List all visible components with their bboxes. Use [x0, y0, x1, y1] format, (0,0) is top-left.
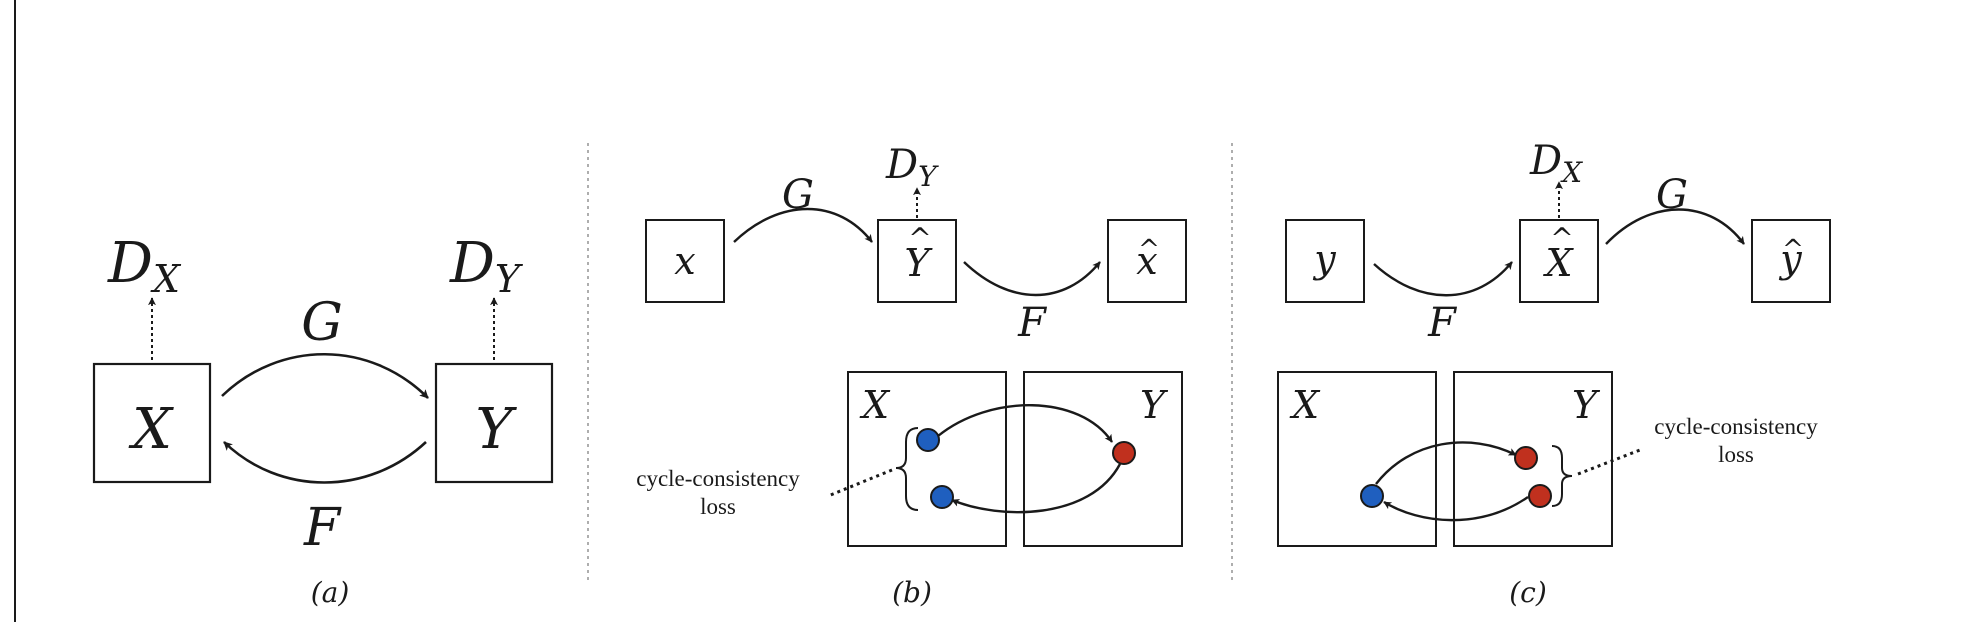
point-x-mapped	[1360, 484, 1384, 508]
forward-map-arrow	[937, 404, 1113, 443]
map-g-label: G	[301, 293, 343, 353]
caption-b: (b)	[892, 576, 932, 609]
node-yhat-label: Y	[904, 241, 933, 285]
backward-map-arrow	[1383, 496, 1529, 522]
disc-y-label: DY	[449, 231, 524, 301]
domain-y-box	[1023, 371, 1183, 547]
disc-x-label: DX	[107, 231, 182, 301]
domain-y-label: Y	[1140, 383, 1169, 427]
map-f-arrow	[1373, 261, 1513, 297]
node-y-box	[1285, 219, 1365, 303]
map-g-label: G	[782, 172, 814, 218]
point-x-reconstructed	[930, 485, 954, 509]
node-yhat-box	[877, 219, 957, 303]
forward-map-arrow	[1375, 441, 1517, 485]
loss-brace	[895, 427, 919, 511]
node-x-label: X	[128, 397, 174, 462]
node-xhat-box	[1107, 219, 1187, 303]
node-y-label: Y	[476, 397, 518, 462]
loss-label: loss	[1718, 442, 1754, 467]
caption-c: (c)	[1509, 576, 1547, 609]
node-xhat-label: x	[1136, 239, 1157, 283]
loss-label: cycle-consistency	[636, 466, 800, 491]
hat-mark: ^	[908, 222, 931, 255]
node-x-box	[645, 219, 725, 303]
panel-b: x Y ^ x ^ DY G F X Y cycle-consistency l…	[636, 142, 1187, 609]
map-f-label: F	[303, 498, 342, 558]
node-xhat-box	[1519, 219, 1599, 303]
loss-pointer	[827, 468, 893, 498]
domain-x-box	[1277, 371, 1437, 547]
node-yhat-box	[1751, 219, 1831, 303]
loss-brace	[1551, 445, 1573, 507]
map-f-label: F	[1017, 300, 1047, 346]
domain-y-box	[1453, 371, 1613, 547]
loss-label: loss	[700, 494, 736, 519]
node-x-label: x	[674, 239, 695, 283]
map-g-arrow	[221, 352, 429, 399]
domain-y-label: Y	[1572, 383, 1601, 427]
domain-x-box	[847, 371, 1007, 547]
point-y-start	[1514, 446, 1538, 470]
hat-mark: ^	[1782, 235, 1804, 265]
hat-mark: ^	[1550, 222, 1573, 255]
map-g-arrow	[1605, 208, 1745, 245]
node-yhat-label: y	[1778, 237, 1802, 281]
node-xhat-label: X	[1542, 241, 1574, 285]
panel-c: y X ^ y ^ DX F G X Y cycle-consistency l…	[1277, 138, 1831, 609]
loss-pointer	[1577, 448, 1641, 476]
point-y-mapped	[1112, 441, 1136, 465]
map-g-arrow	[733, 207, 873, 243]
map-g-label: G	[1656, 172, 1688, 218]
node-y-label: y	[1312, 237, 1336, 281]
map-f-arrow	[223, 441, 427, 484]
domain-x-label: X	[1289, 383, 1321, 427]
node-x-box	[92, 362, 212, 484]
node-y-box	[434, 362, 554, 484]
loss-label: cycle-consistency	[1654, 414, 1818, 439]
backward-map-arrow	[951, 463, 1122, 514]
map-f-label: F	[1427, 300, 1457, 346]
disc-label: DX	[1529, 138, 1583, 189]
caption-a: (a)	[311, 576, 350, 609]
map-f-arrow	[963, 261, 1101, 297]
panel-a: X Y DX DY G F (a)	[92, 231, 554, 609]
point-x-start	[916, 428, 940, 452]
domain-x-label: X	[859, 383, 891, 427]
hat-mark: ^	[1138, 235, 1160, 265]
point-y-reconstructed	[1528, 484, 1552, 508]
disc-label: DY	[885, 142, 939, 193]
